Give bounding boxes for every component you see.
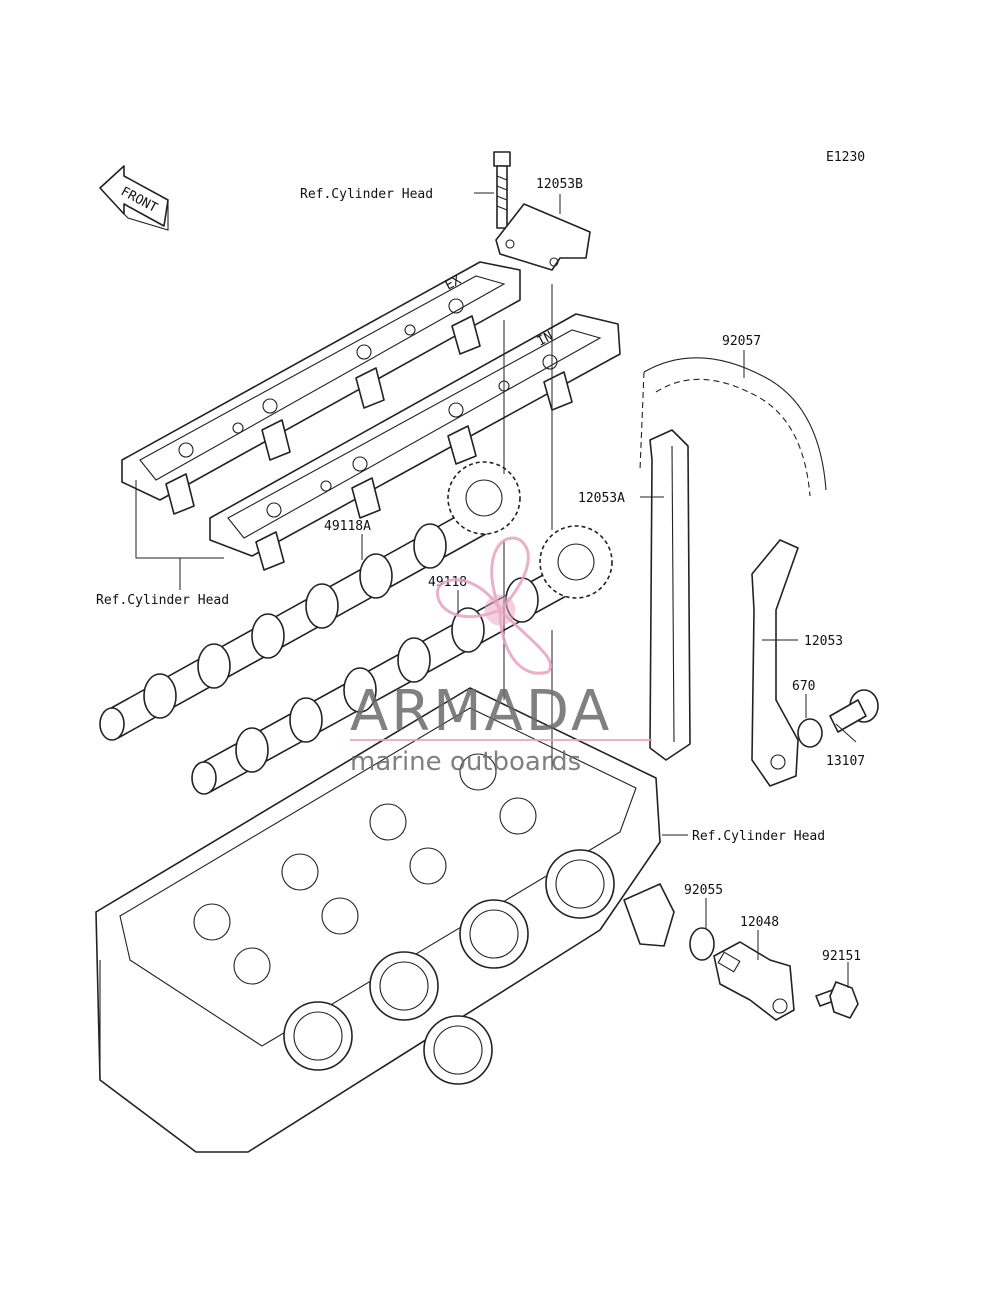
chain-guide-12053A	[649, 429, 691, 761]
label-12048: 12048	[740, 915, 779, 930]
label-92151: 92151	[822, 949, 861, 964]
label-12053B: 12053B	[536, 177, 583, 192]
watermark-tagline: marine outboards	[350, 747, 581, 777]
label-ref-cylinder-head-right: Ref.Cylinder Head	[692, 829, 825, 844]
cam-chain-92057	[639, 357, 827, 497]
label-49118A: 49118A	[324, 519, 371, 534]
cover-mark-ex: EX	[443, 273, 464, 294]
front-arrow-icon: FRONT	[99, 165, 169, 231]
pivot-bolt-13107	[829, 689, 879, 733]
diagram-code: E1230	[826, 150, 865, 165]
cylinder-head	[95, 687, 675, 1153]
cover-mark-in: IN	[535, 329, 556, 350]
cam-position-sensor-12048	[713, 941, 795, 1021]
camshaft-cap-exhaust: EX	[121, 261, 521, 515]
sensor-bolt-92151	[815, 981, 859, 1019]
label-13107: 13107	[826, 754, 865, 769]
chain-tensioner-guide-12053	[751, 539, 799, 787]
label-92055: 92055	[684, 883, 723, 898]
o-ring-92055	[689, 927, 715, 961]
camshaft-cap-intake: IN	[209, 313, 621, 571]
watermark-brand: ARMADA	[350, 679, 612, 744]
label-670: 670	[792, 679, 815, 694]
watermark: ARMADA marine outboards	[350, 536, 652, 777]
camshaft-49118A	[99, 461, 521, 741]
chain-guide-bracket-12053B	[495, 203, 591, 271]
cover-bolt	[493, 151, 511, 229]
label-12053: 12053	[804, 634, 843, 649]
propeller-logo-icon	[436, 536, 552, 675]
o-ring-670	[797, 718, 823, 748]
label-ref-cylinder-head-top: Ref.Cylinder Head	[300, 187, 433, 202]
label-ref-cylinder-head-left: Ref.Cylinder Head	[96, 593, 229, 608]
label-92057: 92057	[722, 334, 761, 349]
label-12053A: 12053A	[578, 491, 625, 506]
